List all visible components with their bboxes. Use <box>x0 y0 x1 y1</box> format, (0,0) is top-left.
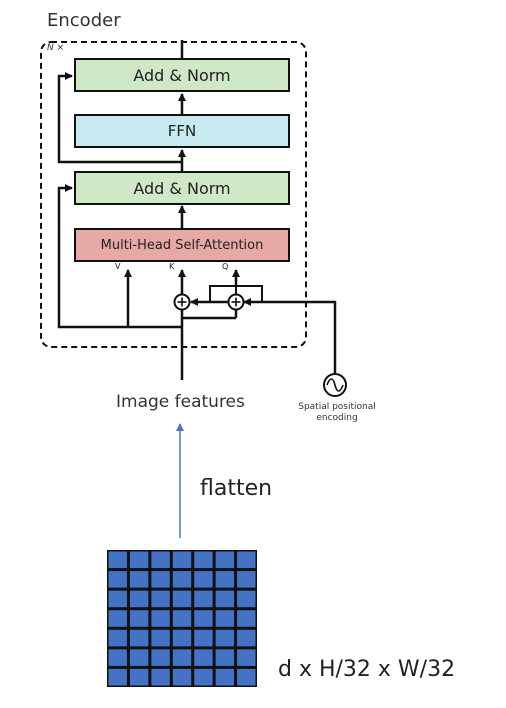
feature-map-cell <box>194 590 213 608</box>
ffn-label: FFN <box>167 122 197 140</box>
feature-map-grid <box>107 550 257 687</box>
feature-map-cell <box>151 571 170 588</box>
feature-map-cell <box>151 629 170 647</box>
feature-map-cell <box>237 590 256 608</box>
feature-map-cell <box>215 649 235 666</box>
q-route-right <box>236 285 263 302</box>
sine-wave-icon <box>323 373 347 397</box>
flatten-label: flatten <box>200 476 273 501</box>
feature-map-cell <box>237 571 256 588</box>
feature-map-cell <box>215 571 235 588</box>
feature-map-cell <box>215 610 235 627</box>
feature-map-cell <box>172 629 192 647</box>
feature-map-cell <box>108 590 127 608</box>
feature-map-cell <box>172 590 192 608</box>
input-label-v: V <box>115 262 121 271</box>
feature-map-cell <box>215 668 235 686</box>
feature-map-cell <box>151 590 170 608</box>
sum-node-k <box>173 293 191 311</box>
feature-map-cell <box>215 629 235 647</box>
feature-map-cell <box>172 668 192 686</box>
feature-map-cell <box>215 551 235 569</box>
add-norm-top-block: Add & Norm <box>74 58 290 92</box>
feature-map-cell <box>194 571 213 588</box>
feature-map-cell <box>237 629 256 647</box>
feature-map-cell <box>172 649 192 666</box>
feature-map-cell <box>129 551 149 569</box>
add-norm-bottom-block: Add & Norm <box>74 171 290 205</box>
feature-map-cell <box>172 610 192 627</box>
add-norm-bottom-label: Add & Norm <box>133 178 231 198</box>
feature-map-cell <box>108 610 127 627</box>
feature-map-cell <box>215 590 235 608</box>
ffn-block: FFN <box>74 114 290 148</box>
input-label-k: K <box>169 262 175 271</box>
feature-map-cell <box>129 610 149 627</box>
feature-map-cell <box>237 610 256 627</box>
positional-encoding-label: Spatial positional encoding <box>298 402 376 423</box>
feature-map-cell <box>108 551 127 569</box>
feature-map-dims-label: d x H/32 x W/32 <box>278 657 456 682</box>
attention-label: Multi-Head Self-Attention <box>100 237 264 253</box>
feature-map-cell <box>129 629 149 647</box>
sum-node-q <box>227 293 245 311</box>
feature-map-cell <box>151 610 170 627</box>
feature-map-cell <box>108 668 127 686</box>
feature-map-cell <box>151 649 170 666</box>
attention-block: Multi-Head Self-Attention <box>74 228 290 262</box>
feature-map-cell <box>129 649 149 666</box>
encoder-frame <box>40 41 307 348</box>
positional-encoding-line <box>243 298 337 373</box>
feature-map-cell <box>237 668 256 686</box>
feature-map-cell <box>108 571 127 588</box>
encoder-title: Encoder <box>47 10 121 31</box>
feature-map-cell <box>194 649 213 666</box>
feature-map-cell <box>194 668 213 686</box>
feature-map-cell <box>151 668 170 686</box>
feature-map-cell <box>151 551 170 569</box>
add-norm-top-label: Add & Norm <box>133 65 231 85</box>
feature-map-cell <box>108 629 127 647</box>
residual-attention <box>57 184 182 329</box>
feature-map-cell <box>194 610 213 627</box>
feature-map-cell <box>129 590 149 608</box>
q-route-left <box>209 285 237 302</box>
feature-map-cell <box>194 551 213 569</box>
feature-map-cell <box>108 649 127 666</box>
input-label-q: Q <box>222 262 229 271</box>
feature-map-cell <box>237 649 256 666</box>
repeat-label: N × <box>47 43 65 53</box>
feature-map-cell <box>194 629 213 647</box>
feature-map-cell <box>129 571 149 588</box>
feature-map-cell <box>237 551 256 569</box>
feature-map-cell <box>172 551 192 569</box>
residual-ffn <box>57 72 182 164</box>
image-features-label: Image features <box>116 392 245 412</box>
feature-map-cell <box>172 571 192 588</box>
feature-map-cell <box>129 668 149 686</box>
